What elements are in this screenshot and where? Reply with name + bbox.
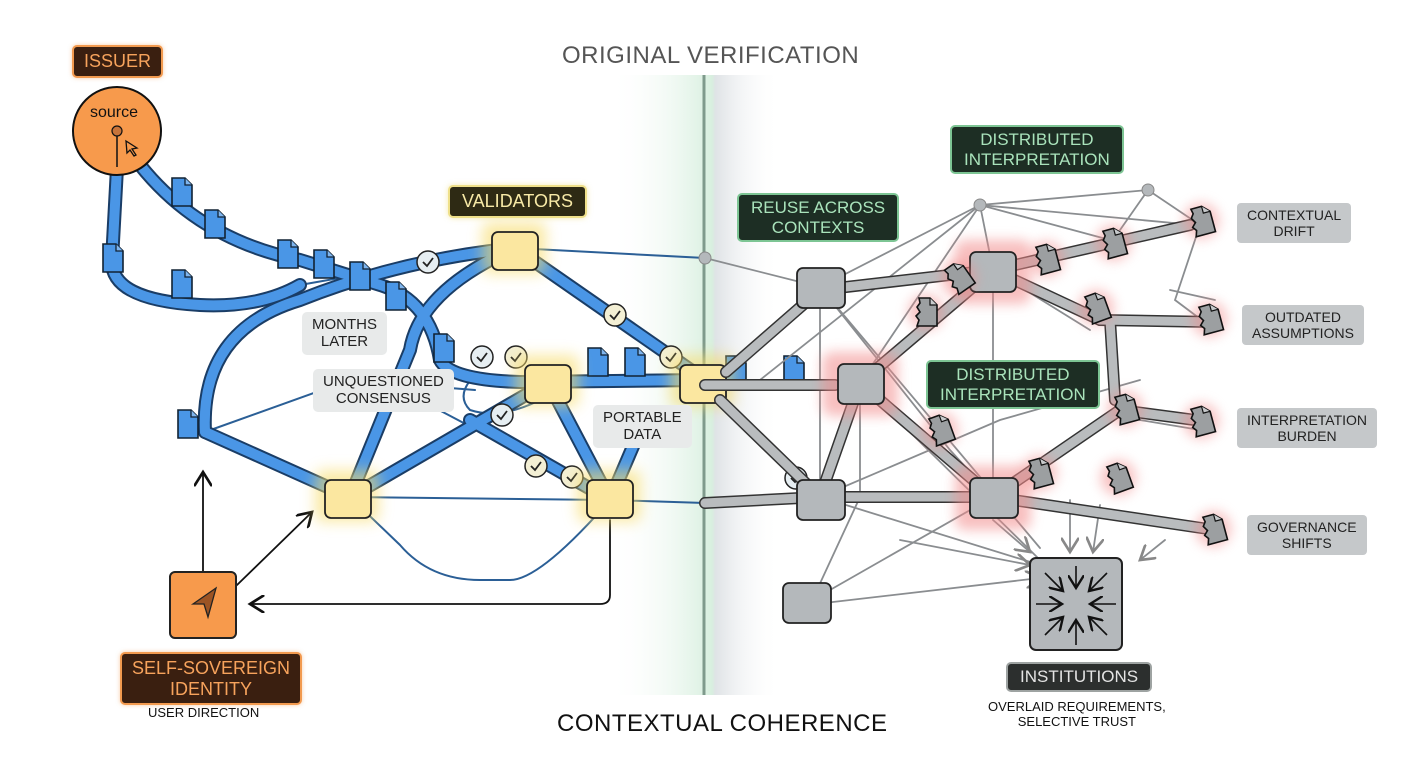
issuer-label: ISSUER: [72, 45, 164, 78]
cursor-icon: [125, 139, 139, 157]
check-icon: [524, 454, 548, 478]
heading-contextual-coherence: CONTEXTUAL COHERENCE: [557, 710, 888, 737]
context-node-strained: [955, 240, 1031, 304]
document-icon: [433, 333, 455, 363]
institutions-node: [1029, 557, 1123, 651]
outcome-governance-shifts: GOVERNANCE SHIFTS: [1247, 515, 1367, 556]
ssi-node: [169, 571, 237, 639]
distributed-interpretation-label-mid: DISTRIBUTED INTERPRETATION: [926, 360, 1100, 410]
context-nodes: [782, 240, 1031, 624]
source-text: source: [90, 104, 139, 121]
check-icon: [490, 403, 514, 427]
issuer-source-node: [72, 86, 162, 176]
user-direction-caption: USER DIRECTION: [148, 705, 260, 720]
pin-icon: [111, 125, 123, 137]
validator-node: [482, 222, 546, 274]
context-node-strained: [822, 352, 898, 416]
outcome-interpretation-burden: INTERPRETATION BURDEN: [1237, 408, 1378, 449]
check-icon: [470, 345, 494, 369]
validator-node: [577, 470, 641, 522]
document-icon: [349, 261, 371, 291]
document-icon: [171, 269, 193, 299]
heading-original-verification: ORIGINAL VERIFICATION: [562, 42, 860, 69]
document-icon: [587, 347, 609, 377]
torn-documents: [908, 202, 1232, 547]
check-icon: [603, 303, 627, 327]
portable-data-label: PORTABLE DATA: [593, 405, 692, 448]
validator-node: [515, 355, 579, 407]
document-icon: [102, 243, 124, 273]
validator-node: [315, 470, 379, 522]
document-icon: [204, 209, 226, 239]
outcome-contextual-drift: CONTEXTUAL DRIFT: [1237, 203, 1352, 244]
document-icon: [313, 249, 335, 279]
reuse-across-contexts-label: REUSE ACROSS CONTEXTS: [737, 193, 900, 243]
document-icon: [624, 347, 646, 377]
months-later-label: MONTHS LATER: [302, 312, 387, 355]
institutions-caption: OVERLAID REQUIREMENTS, SELECTIVE TRUST: [988, 699, 1166, 729]
distributed-interpretation-label-top: DISTRIBUTED INTERPRETATION: [950, 125, 1124, 175]
navigation-arrow-icon: [190, 586, 218, 620]
hub-point: [698, 251, 712, 265]
unquestioned-consensus-label: UNQUESTIONED CONSENSUS: [313, 369, 454, 412]
check-icon: [416, 250, 440, 274]
validators-label: VALIDATORS: [448, 185, 588, 218]
context-node: [782, 582, 832, 624]
converging-arrows-icon: [1036, 566, 1116, 645]
document-icon: [277, 239, 299, 269]
context-node: [796, 267, 846, 309]
self-sovereign-identity-label: SELF-SOVEREIGN IDENTITY: [120, 652, 303, 706]
torn-document-icon: [915, 297, 938, 327]
document-icon: [171, 177, 193, 207]
outcome-outdated-assumptions: OUTDATED ASSUMPTIONS: [1242, 305, 1364, 346]
hub-point: [1141, 183, 1155, 197]
hub-point: [973, 198, 987, 212]
context-node-strained: [955, 466, 1031, 530]
institutions-label: INSTITUTIONS: [1006, 662, 1153, 692]
validator-nodes: [315, 222, 734, 522]
context-node: [796, 479, 846, 521]
document-icon: [385, 281, 407, 311]
document-icon: [177, 409, 199, 439]
